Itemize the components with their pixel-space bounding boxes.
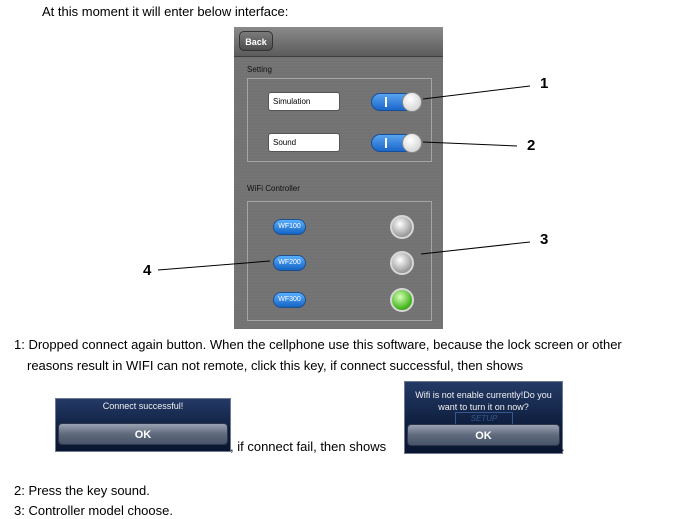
setting-section-label: Setting bbox=[247, 65, 272, 74]
wf300-button[interactable]: WF300 bbox=[273, 292, 306, 308]
callout-number-1: 1 bbox=[540, 75, 549, 92]
back-button[interactable]: Back bbox=[239, 31, 273, 51]
wf100-button[interactable]: WF100 bbox=[273, 219, 306, 235]
phone-screenshot: Back Setting Simulation Sound WiFi Contr… bbox=[234, 27, 443, 329]
wifi-message-line-2: want to turn it on now? bbox=[438, 402, 529, 412]
wifi-section-label: WiFi Controller bbox=[247, 184, 300, 193]
toggle-on-mark bbox=[385, 138, 387, 148]
success-ok-button[interactable]: OK bbox=[58, 423, 228, 445]
toggle-on-mark bbox=[385, 97, 387, 107]
sound-toggle[interactable] bbox=[371, 133, 422, 153]
sound-field: Sound bbox=[268, 133, 340, 152]
wf300-status-icon bbox=[390, 288, 414, 312]
callout-number-2: 2 bbox=[527, 137, 536, 154]
toggle-knob bbox=[402, 133, 422, 153]
wf100-status-icon bbox=[390, 215, 414, 239]
wifi-disabled-dialog: SETUP Wifi is not enable currently!Do yo… bbox=[404, 381, 563, 454]
setting-group: Simulation Sound bbox=[247, 78, 432, 162]
nav-bar: Back bbox=[234, 27, 443, 57]
simulation-toggle[interactable] bbox=[371, 92, 422, 112]
description-1-line-2: reasons result in WIFI can not remote, c… bbox=[27, 358, 524, 373]
wifi-controller-group: WF100 WF200 WF300 bbox=[247, 201, 432, 321]
simulation-field: Simulation bbox=[268, 92, 340, 111]
connect-success-dialog: Connect successful! OK bbox=[55, 398, 231, 452]
wf200-status-icon bbox=[390, 251, 414, 275]
end-period: . bbox=[561, 439, 565, 454]
success-message: Connect successful! bbox=[102, 401, 184, 411]
description-1-line-1: 1: Dropped connect again button. When th… bbox=[14, 337, 622, 352]
callout-number-4: 4 bbox=[143, 262, 152, 279]
wifi-ok-button[interactable]: OK bbox=[407, 424, 560, 446]
intro-text: At this moment it will enter below inter… bbox=[42, 4, 289, 19]
toggle-knob bbox=[402, 92, 422, 112]
description-3: 3: Controller model choose. bbox=[14, 503, 173, 518]
callout-number-3: 3 bbox=[540, 231, 549, 248]
description-2: 2: Press the key sound. bbox=[14, 483, 150, 498]
wf200-button[interactable]: WF200 bbox=[273, 255, 306, 271]
connect-fail-text: , if connect fail, then shows bbox=[230, 439, 387, 454]
wifi-message-line-1: Wifi is not enable currently!Do you bbox=[415, 390, 552, 400]
